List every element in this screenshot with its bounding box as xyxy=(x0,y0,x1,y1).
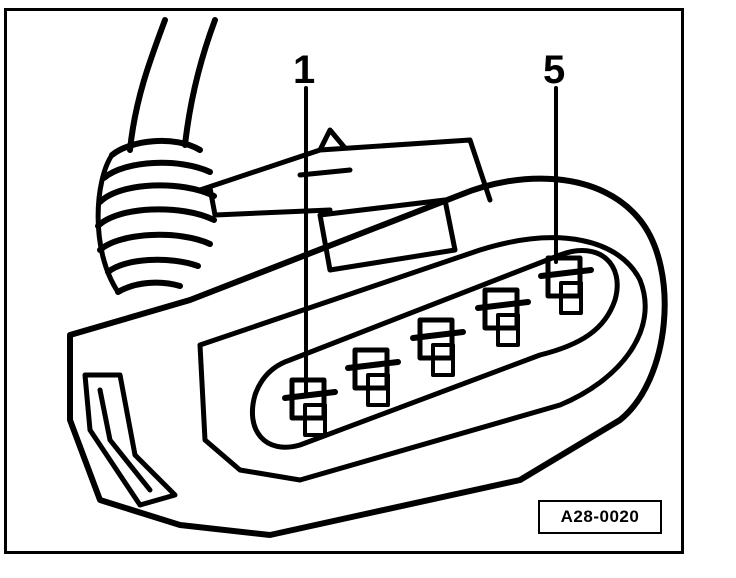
cable-boot xyxy=(95,137,217,295)
side-recess xyxy=(82,372,178,508)
terminal-pin-1 xyxy=(282,377,338,437)
callout-label-5: 5 xyxy=(543,48,566,92)
connector-latch xyxy=(197,127,493,273)
terminal-pin-5 xyxy=(538,255,594,315)
terminal-pin-2 xyxy=(345,347,401,407)
terminal-pin-3 xyxy=(410,317,466,377)
connector-housing xyxy=(67,175,668,538)
pin-carrier xyxy=(249,248,620,450)
callout-label-1: 1 xyxy=(293,48,316,92)
figure-reference-code: A28-0020 xyxy=(538,500,662,534)
terminal-pins xyxy=(282,255,594,437)
terminal-pin-4 xyxy=(475,287,531,347)
cable xyxy=(127,17,218,153)
connector-opening xyxy=(197,235,648,483)
